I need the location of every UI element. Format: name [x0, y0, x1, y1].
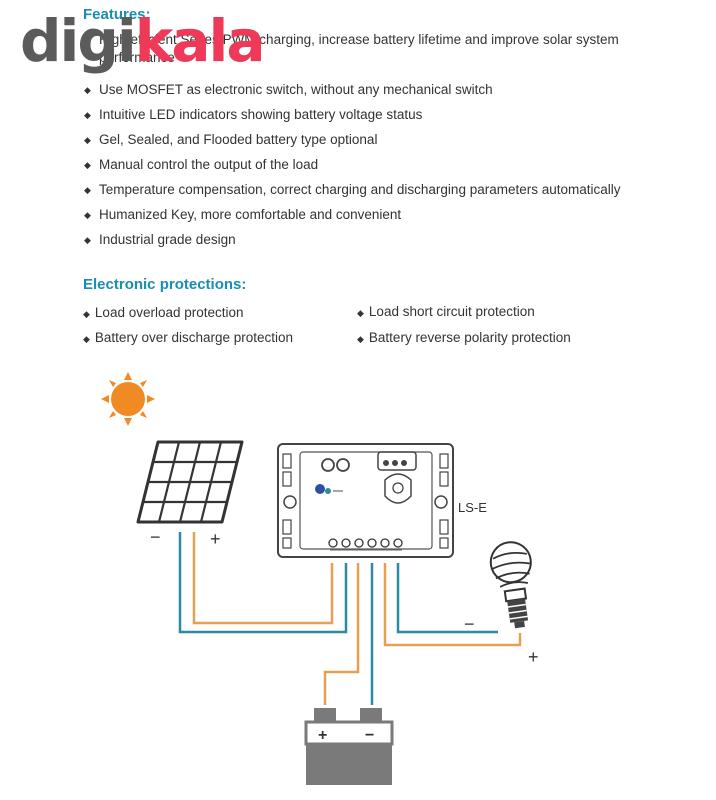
feature-text: Gel, Sealed, and Flooded battery type op…	[99, 132, 378, 147]
bullet-icon: ◆	[83, 334, 90, 344]
load-plus-label: +	[528, 647, 539, 667]
protection-item: ◆ Load overload protection	[83, 305, 244, 320]
feature-item: ◆ High efficient Series PWM charging, inc…	[82, 31, 682, 81]
feature-item: ◆ Use MOSFET as electronic switch, withou…	[82, 81, 682, 106]
brand-logo-icon	[315, 484, 343, 494]
battery-icon	[304, 708, 394, 785]
feature-text: Use MOSFET as electronic switch, without…	[99, 82, 493, 97]
logo-part-digi: digi	[20, 7, 137, 75]
bullet-icon: ◆	[84, 185, 91, 195]
protection-item: ◆ Battery reverse polarity protection	[357, 330, 571, 345]
bullet-icon: ◆	[84, 135, 91, 145]
panel-plus-label: +	[210, 529, 221, 549]
charge-controller	[277, 443, 454, 558]
bullet-icon: ◆	[84, 160, 91, 170]
panel-minus-label: −	[150, 527, 161, 547]
feature-text: Manual control the output of the load	[99, 157, 319, 172]
bullet-icon: ◆	[357, 334, 364, 344]
battery-minus-label: −	[365, 727, 374, 744]
bullet-icon: ◆	[84, 235, 91, 245]
feature-item: ◆ Humanized Key, more comfortable and con…	[82, 206, 682, 231]
sun-icon	[101, 372, 155, 426]
protection-text: Load overload protection	[94, 305, 244, 320]
bullet-icon: ◆	[84, 210, 91, 220]
feature-text: High efficient Series PWM charging, incr…	[99, 32, 619, 65]
feature-item: ◆ Industrial grade design	[82, 231, 682, 256]
feature-item: ◆ Gel, Sealed, and Flooded battery type o…	[82, 131, 682, 156]
light-bulb-icon	[489, 541, 532, 629]
protection-item: ◆ Load short circuit protection	[357, 304, 535, 319]
bullet-icon: ◆	[357, 308, 364, 318]
feature-text: Humanized Key, more comfortable and conv…	[99, 207, 402, 222]
features-title: Features:	[83, 6, 151, 23]
feature-text: Intuitive LED indicators showing battery…	[99, 107, 423, 122]
solar-panel-icon	[136, 440, 244, 524]
logo-part-kala: kala	[134, 7, 266, 75]
bullet-icon: ◆	[84, 110, 91, 120]
feature-text: Temperature compensation, correct chargi…	[99, 182, 621, 197]
bullet-icon: ◆	[83, 309, 90, 319]
feature-item: ◆ Temperature compensation, correct charg…	[82, 181, 682, 206]
protection-item: ◆ Battery over discharge protection	[83, 330, 293, 345]
bullet-icon: ◆	[84, 35, 91, 45]
digikala-logo: digikala	[20, 12, 266, 70]
protections-title: Electronic protections:	[83, 276, 247, 293]
protection-text: Battery over discharge protection	[94, 330, 294, 345]
wires	[178, 532, 522, 705]
battery-plus-label: +	[318, 727, 327, 744]
protection-text: Battery reverse polarity protection	[368, 330, 571, 345]
feature-item: ◆ Intuitive LED indicators showing batter…	[82, 106, 682, 131]
features-list: ◆ High efficient Series PWM charging, inc…	[82, 31, 682, 256]
protection-text: Load short circuit protection	[368, 304, 535, 319]
feature-item: ◆ Manual control the output of the load	[82, 156, 682, 181]
bullet-icon: ◆	[84, 85, 91, 95]
load-minus-label: −	[464, 614, 475, 634]
feature-text: Industrial grade design	[99, 232, 236, 247]
controller-label: LS-E	[458, 500, 487, 515]
